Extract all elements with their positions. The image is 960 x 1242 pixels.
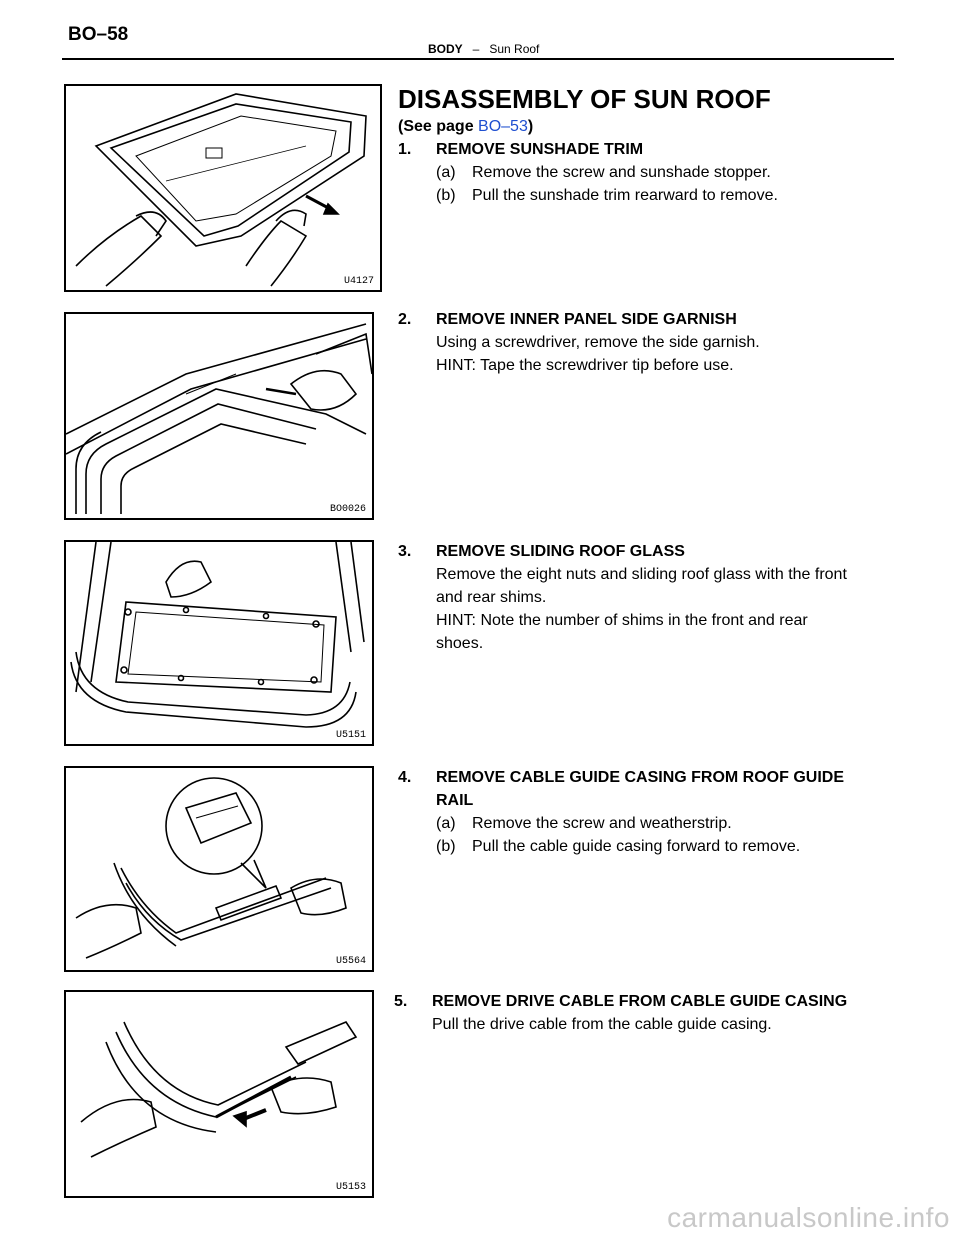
drive-cable-removal-illustration-icon xyxy=(80,1021,358,1158)
figure-code: U5153 xyxy=(335,1182,366,1193)
see-page-prefix: (See page xyxy=(398,118,479,135)
header-rule xyxy=(62,58,894,60)
substep-label: (b) xyxy=(436,187,456,204)
figure-drive-cable: U5153 xyxy=(64,990,374,1198)
header-separator: – xyxy=(472,42,480,56)
step-3: 3. REMOVE SLIDING ROOF GLASS Remove the e… xyxy=(398,540,847,655)
step-substep: (b) Pull the cable guide casing forward t… xyxy=(398,835,844,858)
section-name: BODY xyxy=(428,42,463,56)
sunshade-trim-removal-illustration-icon xyxy=(75,93,367,287)
step-title: REMOVE SLIDING ROOF GLASS xyxy=(436,543,685,560)
substep-label: (b) xyxy=(436,838,456,855)
step-hint: shoes. xyxy=(436,635,484,652)
step-title: REMOVE CABLE GUIDE CASING FROM ROOF GUID… xyxy=(436,769,845,786)
figure-side-garnish: BO0026 xyxy=(64,312,374,520)
step-heading: 1. REMOVE SUNSHADE TRIM xyxy=(398,138,778,161)
step-title-continued: RAIL xyxy=(436,792,474,809)
page-title: DISASSEMBLY OF SUN ROOF xyxy=(398,84,771,114)
figure-code: U5151 xyxy=(335,730,366,741)
step-title: REMOVE DRIVE CABLE FROM CABLE GUIDE CASI… xyxy=(432,993,848,1010)
side-garnish-removal-illustration-icon xyxy=(66,323,372,514)
page-number: BO–58 xyxy=(68,24,129,45)
cable-guide-casing-illustration-icon xyxy=(75,777,347,959)
step-number: 1. xyxy=(398,141,412,158)
step-substep: (a) Remove the screw and weatherstrip. xyxy=(398,812,844,835)
subsection-name: Sun Roof xyxy=(489,42,540,56)
step-text: Pull the drive cable from the cable guid… xyxy=(432,1016,772,1033)
step-number: 3. xyxy=(398,543,412,560)
step-1: 1. REMOVE SUNSHADE TRIM (a) Remove the scr… xyxy=(398,138,778,207)
see-page-reference: (See page BO–53) xyxy=(398,118,533,136)
step-heading: 3. REMOVE SLIDING ROOF GLASS xyxy=(398,540,847,563)
step-number: 2. xyxy=(398,311,412,328)
figure-cable-guide-casing: U5564 xyxy=(64,766,374,972)
step-heading: 2. REMOVE INNER PANEL SIDE GARNISH xyxy=(398,308,760,331)
step-substep: (b) Pull the sunshade trim rearward to re… xyxy=(398,184,778,207)
watermark: carmanualsonline.info xyxy=(667,1202,950,1233)
see-page-link[interactable]: BO–53 xyxy=(478,118,528,135)
step-title: REMOVE SUNSHADE TRIM xyxy=(436,141,644,158)
step-heading: 4. REMOVE CABLE GUIDE CASING FROM ROOF GU… xyxy=(398,766,844,789)
step-hint: HINT: Tape the screwdriver tip before us… xyxy=(436,357,734,374)
step-number: 5. xyxy=(394,993,408,1010)
figure-roof-glass: U5151 xyxy=(64,540,374,746)
step-hint: HINT: Note the number of shims in the fr… xyxy=(436,612,808,629)
substep-label: (a) xyxy=(436,164,456,181)
roof-glass-removal-illustration-icon xyxy=(70,542,365,728)
figure-code: U5564 xyxy=(335,956,366,967)
step-2: 2. REMOVE INNER PANEL SIDE GARNISH Using … xyxy=(398,308,760,377)
step-4: 4. REMOVE CABLE GUIDE CASING FROM ROOF GU… xyxy=(398,766,844,858)
step-title: REMOVE INNER PANEL SIDE GARNISH xyxy=(436,311,737,328)
substep-text: Pull the cable guide casing forward to r… xyxy=(472,838,801,855)
step-heading: 5. REMOVE DRIVE CABLE FROM CABLE GUIDE CA… xyxy=(394,990,847,1013)
step-5: 5. REMOVE DRIVE CABLE FROM CABLE GUIDE CA… xyxy=(394,990,847,1036)
see-page-suffix: ) xyxy=(527,118,534,135)
section-header: BODY–Sun Roof xyxy=(428,42,539,56)
step-text: Using a screwdriver, remove the side gar… xyxy=(436,334,760,351)
step-number: 4. xyxy=(398,769,412,786)
substep-text: Remove the screw and sunshade stopper. xyxy=(472,164,771,181)
substep-text: Remove the screw and weatherstrip. xyxy=(472,815,732,832)
step-text: Remove the eight nuts and sliding roof g… xyxy=(436,566,847,583)
figure-code: BO0026 xyxy=(329,504,366,515)
step-text: and rear shims. xyxy=(436,589,547,606)
figure-sunshade-trim: U4127 xyxy=(64,84,382,292)
figure-code: U4127 xyxy=(343,276,374,287)
substep-text: Pull the sunshade trim rearward to remov… xyxy=(472,187,778,204)
substep-label: (a) xyxy=(436,815,456,832)
step-substep: (a) Remove the screw and sunshade stopper… xyxy=(398,161,778,184)
